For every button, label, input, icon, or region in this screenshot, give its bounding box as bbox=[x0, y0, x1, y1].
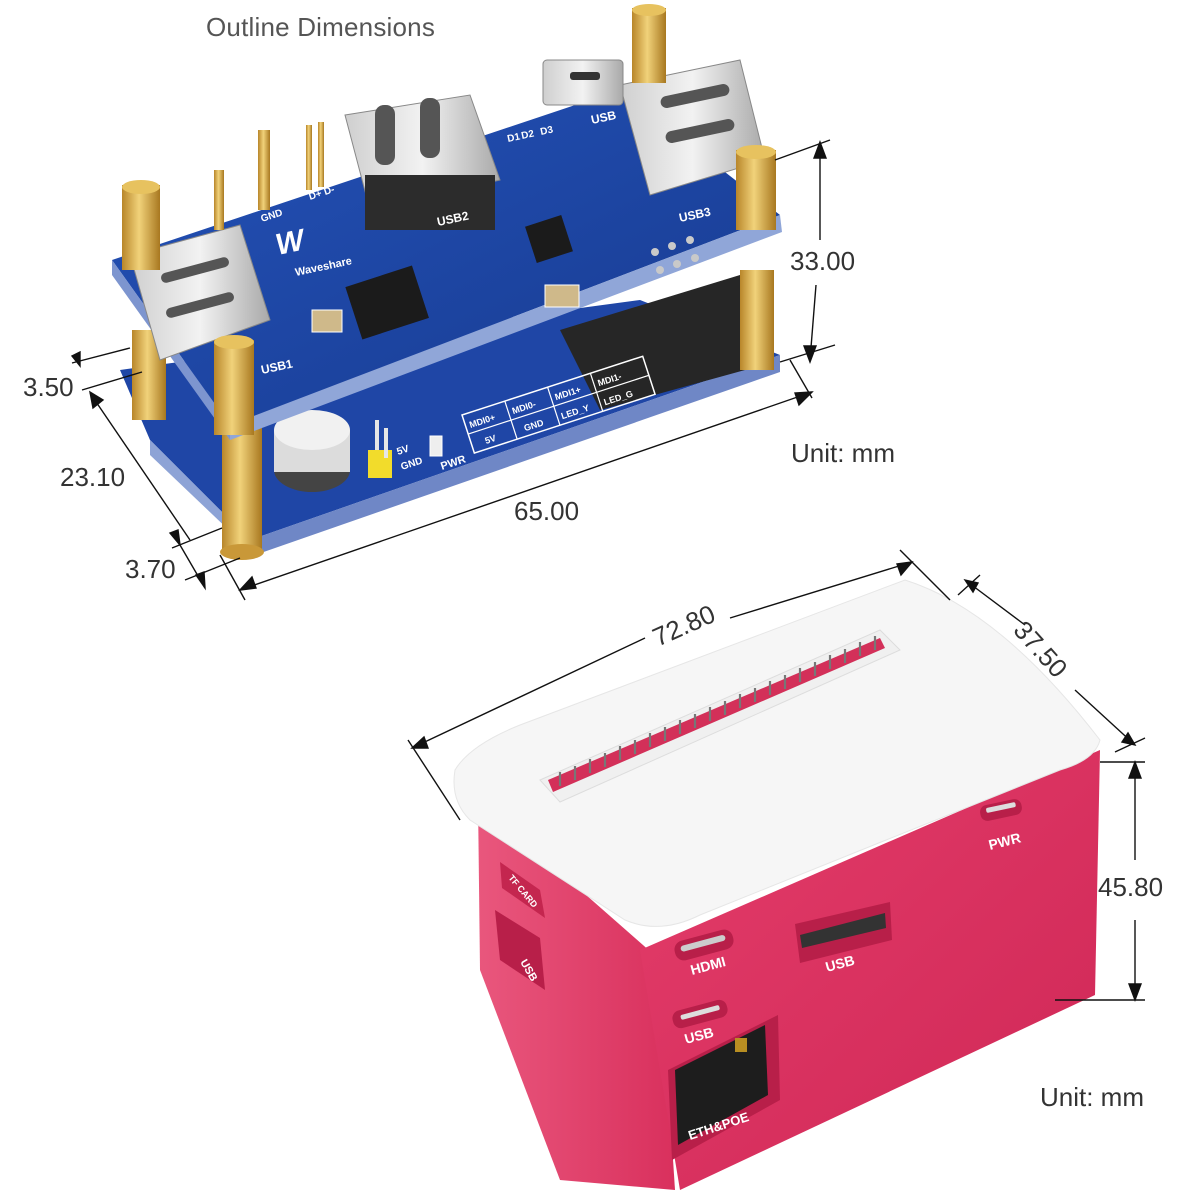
pcb-board-illustration: MDI0+ MDI0- MDI1+ MDI1- 5V GND LED_Y LED… bbox=[70, 4, 836, 601]
usb2-label: USB2 bbox=[436, 209, 471, 229]
pcb-dimension-lines bbox=[70, 139, 836, 601]
pin-label: 5V bbox=[484, 433, 498, 446]
case-usb-c-label: USB bbox=[683, 1024, 716, 1047]
case-illustration: PWR HDMI USB USB ETH&POE TF CARD USB bbox=[407, 549, 1146, 1190]
page-title: Outline Dimensions bbox=[206, 12, 436, 42]
jumper-5v-label: 5V bbox=[396, 444, 411, 458]
gpio-pins bbox=[558, 636, 877, 786]
case-ports bbox=[495, 799, 1022, 1160]
brass-standoffs-upper bbox=[122, 4, 776, 435]
case-dimension-height-label: 45.80 bbox=[1098, 872, 1164, 902]
led-d3-label: D3 bbox=[539, 124, 554, 138]
case-lid bbox=[453, 579, 1101, 927]
unit-label-case: Unit: mm bbox=[1040, 1082, 1144, 1112]
led-d2-label: D2 bbox=[520, 128, 535, 142]
dimension-width-label: 23.10 bbox=[60, 462, 126, 492]
dimension-offset-top-label: 3.50 bbox=[23, 372, 74, 402]
micro-usb-label: USB bbox=[590, 108, 618, 127]
brass-standoffs bbox=[132, 270, 774, 560]
upper-pcb: W Waveshare GND D+ D- USB2 USB3 USB D1 D… bbox=[112, 59, 782, 440]
dimension-height-label: 33.00 bbox=[790, 246, 856, 276]
case-dimension-lines bbox=[407, 549, 1146, 1002]
usb3-label: USB3 bbox=[678, 205, 713, 225]
case-usb-a-label: USB bbox=[824, 952, 857, 975]
unit-label-board: Unit: mm bbox=[791, 438, 895, 468]
usb1-label: USB1 bbox=[260, 357, 295, 377]
led-d1-label: D1 bbox=[506, 131, 521, 145]
case-pwr-label: PWR bbox=[987, 829, 1023, 852]
dimension-offset-bottom-label: 3.70 bbox=[125, 554, 176, 584]
dimension-length-label: 65.00 bbox=[514, 496, 580, 526]
